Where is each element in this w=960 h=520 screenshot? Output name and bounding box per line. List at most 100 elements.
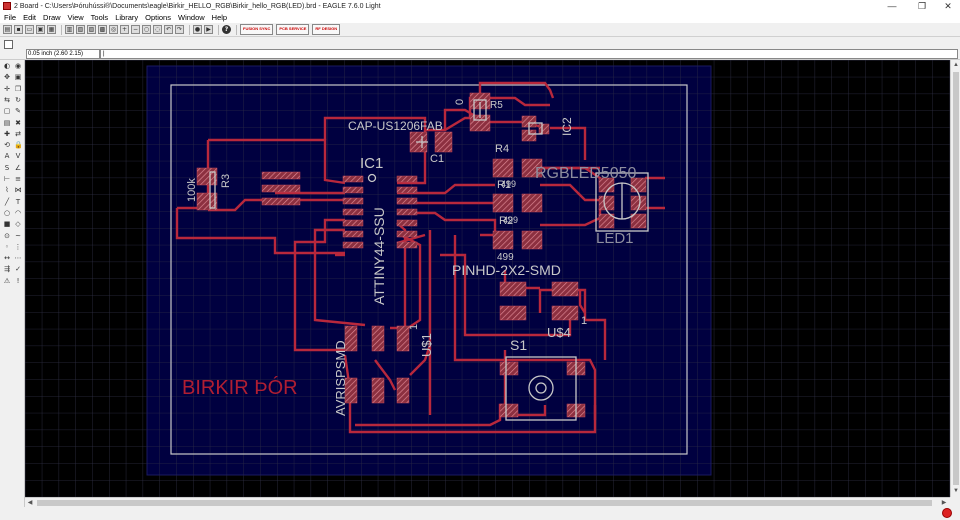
menu-file[interactable]: File — [4, 13, 17, 22]
label-r1: R1 — [497, 179, 511, 191]
scroll-down-icon[interactable]: ▼ — [953, 488, 959, 494]
label-pin1a: 1 — [581, 315, 587, 327]
zoom-fit-icon[interactable]: ◎ — [109, 25, 118, 34]
hole-icon[interactable]: ◦ — [4, 242, 10, 251]
delete-icon[interactable]: ✖ — [15, 118, 21, 127]
label-499a: 499 — [501, 179, 516, 189]
pcb-service-icon[interactable]: PCB SERVICE — [276, 24, 310, 35]
scroll-left-icon[interactable]: ◀ — [27, 500, 33, 506]
route-icon[interactable]: ⌇ — [5, 186, 9, 195]
split-icon[interactable]: ⊢ — [3, 175, 11, 183]
replace-icon[interactable]: ⟲ — [4, 141, 10, 150]
menu-edit[interactable]: Edit — [23, 13, 37, 22]
autorouter-icon[interactable]: ⇶ — [4, 265, 10, 274]
schematic-icon[interactable]: ▦ — [47, 25, 56, 34]
value-icon[interactable]: V — [15, 152, 21, 161]
zoom-redraw-icon[interactable]: ○ — [142, 25, 151, 34]
polygon-icon[interactable]: ◇ — [15, 220, 21, 229]
label-100k: 100k — [186, 178, 198, 202]
run-icon[interactable]: ▨ — [87, 25, 96, 34]
command-input[interactable]: | — [100, 49, 958, 59]
via-icon[interactable]: ⊙ — [4, 231, 10, 240]
drc-icon[interactable]: ⚠ — [3, 276, 11, 285]
menu-tools[interactable]: Tools — [90, 13, 109, 22]
menu-view[interactable]: View — [67, 13, 84, 22]
signal-icon[interactable]: ~ — [15, 231, 21, 240]
help-icon[interactable]: ? — [222, 25, 231, 34]
pinswap-icon[interactable]: ⇄ — [15, 129, 21, 138]
ripup-icon[interactable]: ⋈ — [14, 186, 22, 195]
ratsnest-icon[interactable]: ⋯ — [14, 254, 22, 263]
dimension-icon[interactable]: ↔ — [4, 254, 10, 263]
label-ic2: IC2 — [560, 117, 574, 136]
optimize-icon[interactable]: ≡ — [15, 175, 21, 183]
menu-options[interactable]: Options — [145, 13, 171, 22]
menu-help[interactable]: Help — [211, 13, 228, 22]
label-r2: R2 — [499, 215, 513, 227]
add-icon[interactable]: ✚ — [4, 129, 10, 138]
zoom-select-icon[interactable]: ◌ — [153, 25, 162, 34]
lock-icon[interactable]: 🔒 — [14, 141, 23, 150]
mirror-icon[interactable]: ⇆ — [4, 95, 10, 104]
close-button[interactable]: ✕ — [944, 0, 952, 11]
arc-icon[interactable]: ◠ — [14, 208, 22, 217]
show-icon[interactable]: ◉ — [14, 62, 22, 70]
scroll-up-icon[interactable]: ▲ — [953, 62, 959, 68]
group-icon[interactable]: ▢ — [3, 107, 11, 116]
vertical-scroll-thumb[interactable] — [953, 72, 959, 485]
display-icon[interactable]: ✥ — [4, 73, 10, 82]
smash-icon[interactable]: S — [4, 163, 10, 172]
stop-icon[interactable]: ● — [193, 25, 202, 34]
miter-icon[interactable]: ∠ — [14, 163, 22, 172]
label-499b: 499 — [503, 215, 518, 225]
rotate-icon[interactable]: ↻ — [15, 95, 21, 104]
board-icon[interactable]: ▥ — [65, 25, 74, 34]
text-icon[interactable]: T — [15, 197, 21, 206]
toolbar-divider — [236, 24, 237, 35]
horizontal-scroll-thumb[interactable] — [37, 500, 932, 506]
open-icon[interactable]: ▤ — [3, 25, 12, 34]
undo-icon[interactable]: ↶ — [164, 25, 173, 34]
menu-window[interactable]: Window — [177, 13, 205, 22]
fusion-sync-icon[interactable]: FUSION SYNC — [240, 24, 274, 35]
label-499c: 499 — [497, 252, 514, 263]
change-icon[interactable]: ✎ — [15, 107, 21, 116]
erc-icon[interactable]: ✓ — [15, 265, 21, 274]
minimize-button[interactable]: — — [887, 1, 897, 11]
zoom-in-icon[interactable]: + — [120, 25, 129, 34]
stop-command-icon[interactable] — [942, 508, 952, 518]
print-icon[interactable]: ▭ — [25, 25, 34, 34]
library-icon[interactable]: ▧ — [76, 25, 85, 34]
copy-icon[interactable]: ❐ — [14, 84, 22, 93]
info-icon[interactable]: ◐ — [3, 62, 11, 70]
rect-icon[interactable]: ■ — [3, 220, 11, 229]
paste-icon[interactable]: ▤ — [3, 118, 11, 127]
menu-draw[interactable]: Draw — [43, 13, 61, 22]
maximize-button[interactable]: ❐ — [917, 0, 927, 11]
label-cap-value: CAP-US1206FAB — [348, 119, 443, 133]
copper-pads — [196, 92, 647, 418]
grid-icon[interactable] — [4, 40, 13, 49]
mark-icon[interactable]: ▣ — [14, 73, 22, 82]
redo-icon[interactable]: ↷ — [175, 25, 184, 34]
menu-library[interactable]: Library — [115, 13, 139, 22]
window-icon[interactable]: ▩ — [98, 25, 107, 34]
scroll-right-icon[interactable]: ▶ — [941, 500, 947, 506]
wire-icon[interactable]: ╱ — [4, 197, 10, 206]
move-icon[interactable]: ✛ — [4, 84, 10, 93]
label-pinhd: PINHD-2X2-SMD — [452, 262, 561, 278]
board-canvas[interactable]: CAP-US1206FAB C1 R5 R4 RGBLED5050 R1 499… — [25, 60, 950, 497]
label-r5: R5 — [490, 100, 503, 111]
vertical-scrollbar[interactable]: ▲ ▼ — [950, 60, 960, 497]
errors-icon[interactable]: ! — [16, 276, 20, 285]
go-icon[interactable]: ▶ — [204, 25, 213, 34]
attribute-icon[interactable]: ⋮ — [14, 242, 22, 251]
circle-icon[interactable]: ○ — [3, 208, 11, 217]
zoom-out-icon[interactable]: − — [131, 25, 140, 34]
rf-design-icon[interactable]: RF DESIGN — [312, 24, 341, 35]
save-icon[interactable]: ▪ — [14, 25, 23, 34]
horizontal-scrollbar[interactable]: ◀ ▶ — [25, 497, 950, 507]
name-icon[interactable]: A — [4, 152, 10, 161]
label-rgbled: RGBLED5050 — [535, 165, 636, 182]
cam-icon[interactable]: ▣ — [36, 25, 45, 34]
